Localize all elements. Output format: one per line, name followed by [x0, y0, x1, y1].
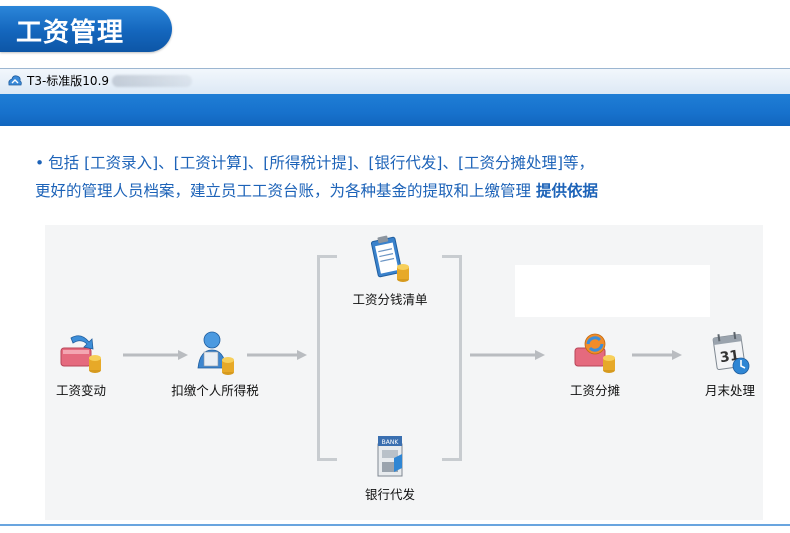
node-label: 工资分钱清单	[352, 292, 428, 307]
person-coins-icon	[197, 331, 234, 375]
node-salary-allocate[interactable]: 工资分摊	[560, 330, 630, 399]
arrow-1	[123, 350, 188, 360]
allocate-coins-icon	[574, 333, 615, 373]
description-line-2: 更好的管理人员档案，建立员工工资台账，为各种基金的提取和上缴管理 提供依据	[35, 177, 775, 205]
bank-icon: BANK	[377, 436, 403, 477]
node-label: 扣缴个人所得税	[171, 383, 259, 398]
node-month-end[interactable]: 31 月末处理	[695, 330, 765, 399]
node-label: 银行代发	[364, 487, 415, 502]
node-label: 工资变动	[55, 383, 106, 398]
blurred-title-text	[112, 75, 192, 87]
right-bracket	[442, 255, 462, 461]
app-logo-icon	[8, 75, 22, 86]
node-label: 工资分摊	[569, 383, 620, 398]
window-menu-band	[0, 94, 790, 126]
salary-change-icon	[60, 335, 101, 373]
salary-flow-diagram: 工资变动 扣缴个人所得税	[45, 225, 763, 520]
bottom-divider	[0, 524, 790, 526]
node-label: 月末处理	[704, 383, 755, 398]
node-salary-list[interactable]: 工资分钱清单	[345, 233, 435, 308]
window-titlebar: T3-标准版10.9	[0, 68, 790, 94]
node-bank-payroll[interactable]: BANK 银行代发	[350, 430, 430, 503]
description-line-1-text: 包括 [工资录入]、[工资计算]、[所得税计提]、[银行代发]、[工资分摊处理]…	[48, 154, 595, 172]
arrow-3	[470, 350, 545, 360]
clipboard-coins-icon	[370, 235, 409, 282]
feature-description: •包括 [工资录入]、[工资计算]、[所得税计提]、[银行代发]、[工资分摊处理…	[35, 149, 775, 205]
calendar-icon: 31	[712, 331, 750, 375]
window-title: T3-标准版10.9	[27, 74, 110, 88]
section-title: 工资管理	[16, 18, 125, 48]
description-line-1: •包括 [工资录入]、[工资计算]、[所得税计提]、[银行代发]、[工资分摊处理…	[35, 149, 775, 177]
description-emphasis: 提供依据	[535, 182, 598, 200]
section-header: 工资管理	[0, 6, 172, 52]
arrow-2	[247, 350, 307, 360]
arrow-4	[632, 350, 682, 360]
bullet-icon: •	[35, 154, 45, 172]
description-line-2-text: 更好的管理人员档案，建立员工工资台账，为各种基金的提取和上缴管理	[35, 182, 536, 200]
svg-text:BANK: BANK	[382, 439, 400, 446]
node-withhold-tax[interactable]: 扣缴个人所得税	[165, 330, 265, 399]
blank-panel	[515, 265, 710, 317]
left-bracket	[317, 255, 337, 461]
node-salary-change[interactable]: 工资变动	[51, 330, 111, 399]
